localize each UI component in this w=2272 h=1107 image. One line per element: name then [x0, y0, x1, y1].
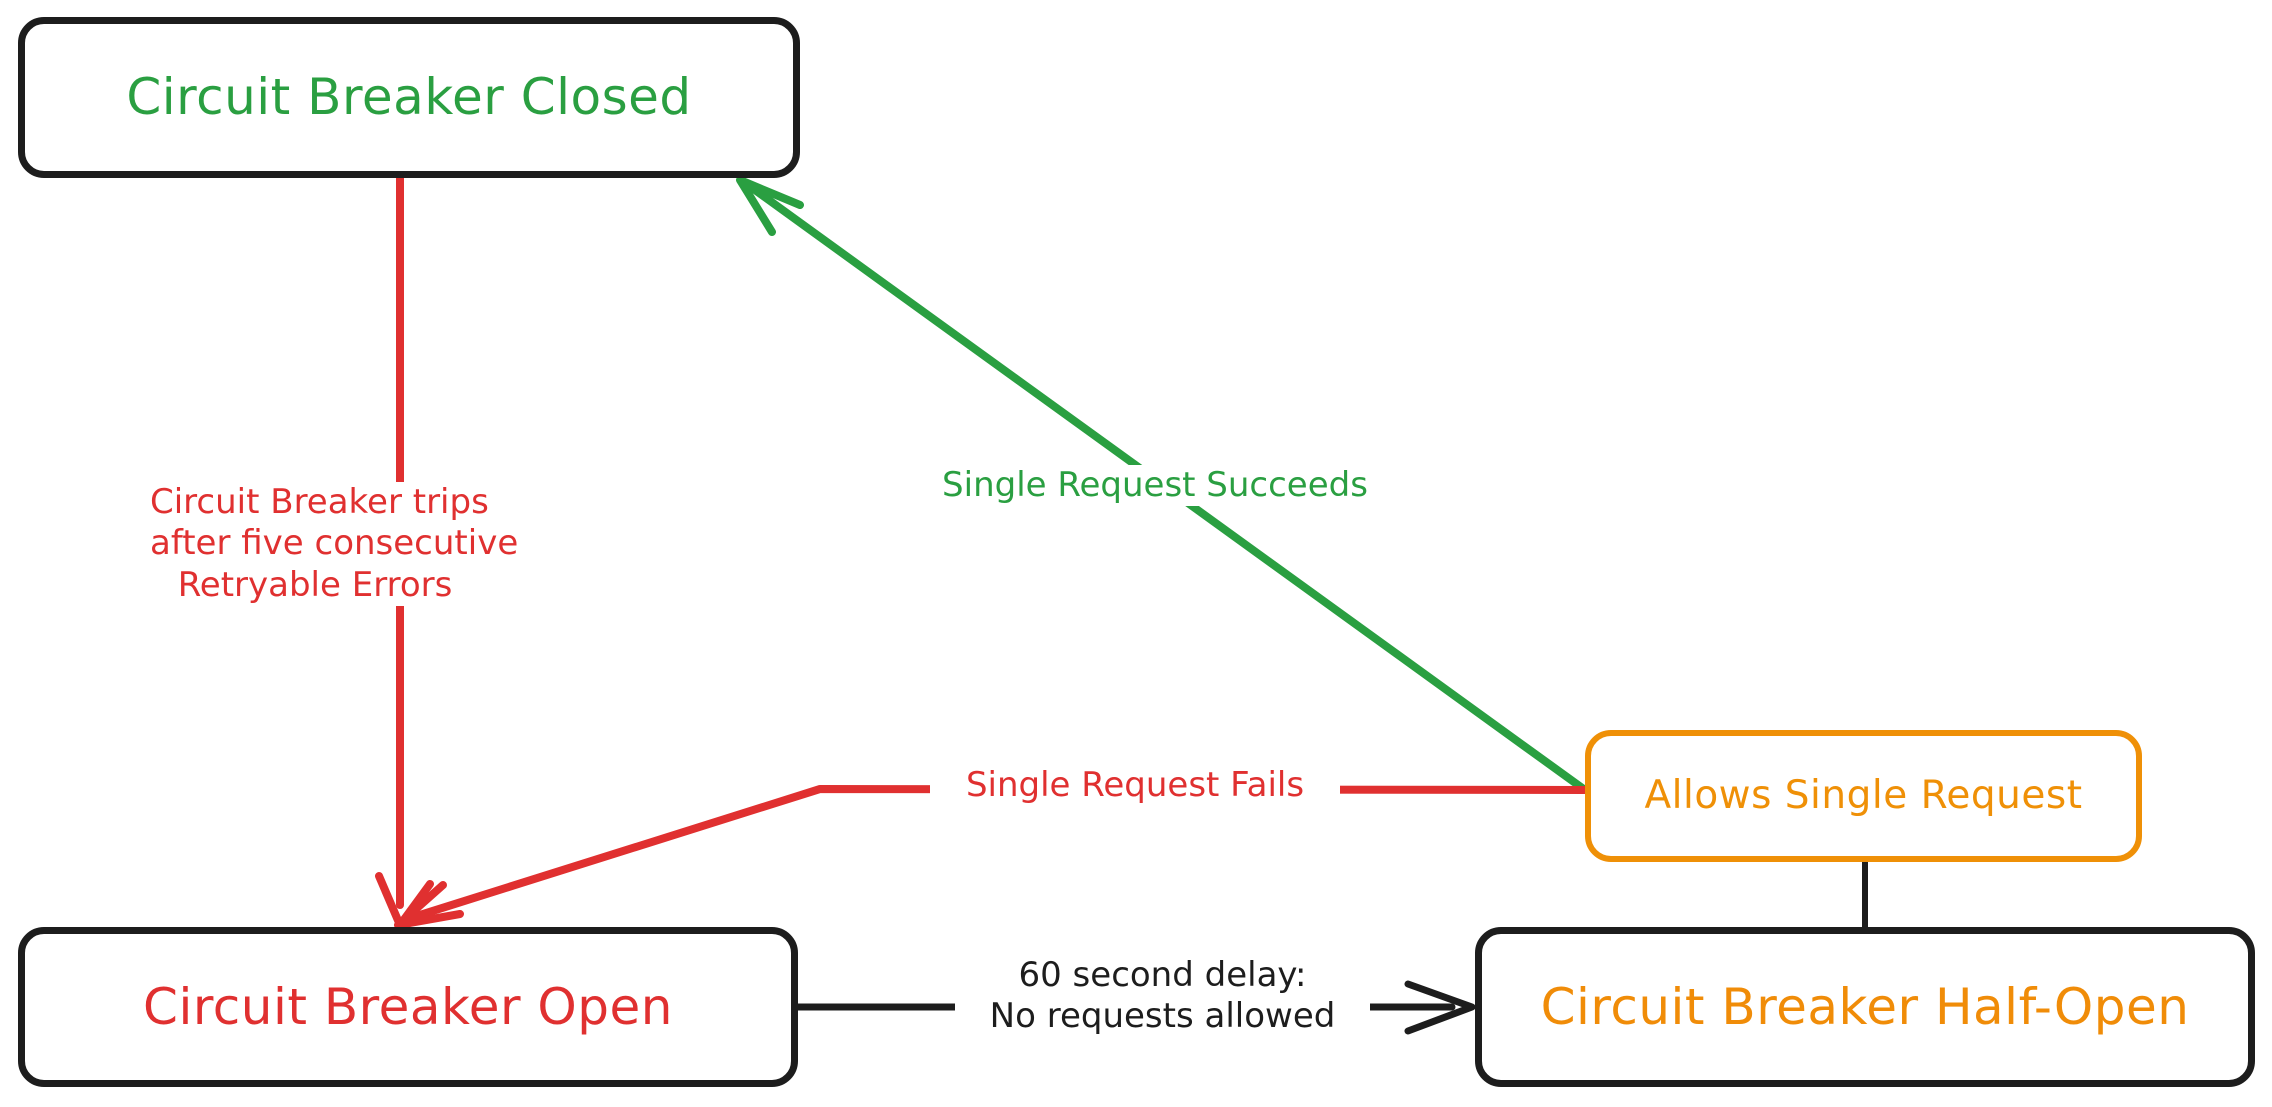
- node-label: Circuit Breaker Half-Open: [1540, 977, 2190, 1036]
- edge-allows-to-open: [394, 785, 1589, 929]
- node-allows-single-request[interactable]: Allows Single Request: [1585, 730, 2142, 862]
- node-label: Circuit Breaker Open: [143, 977, 673, 1036]
- node-circuit-breaker-closed[interactable]: Circuit Breaker Closed: [18, 17, 800, 178]
- node-label: Circuit Breaker Closed: [126, 68, 692, 126]
- edge-closed-to-open: [375, 174, 434, 929]
- node-circuit-breaker-half-open[interactable]: Circuit Breaker Half-Open: [1475, 927, 2255, 1087]
- edge-allows-to-closed: [736, 176, 1589, 794]
- node-circuit-breaker-open[interactable]: Circuit Breaker Open: [18, 927, 798, 1087]
- edge-open-to-halfopen: [794, 980, 1476, 1035]
- node-label: Allows Single Request: [1644, 772, 2083, 818]
